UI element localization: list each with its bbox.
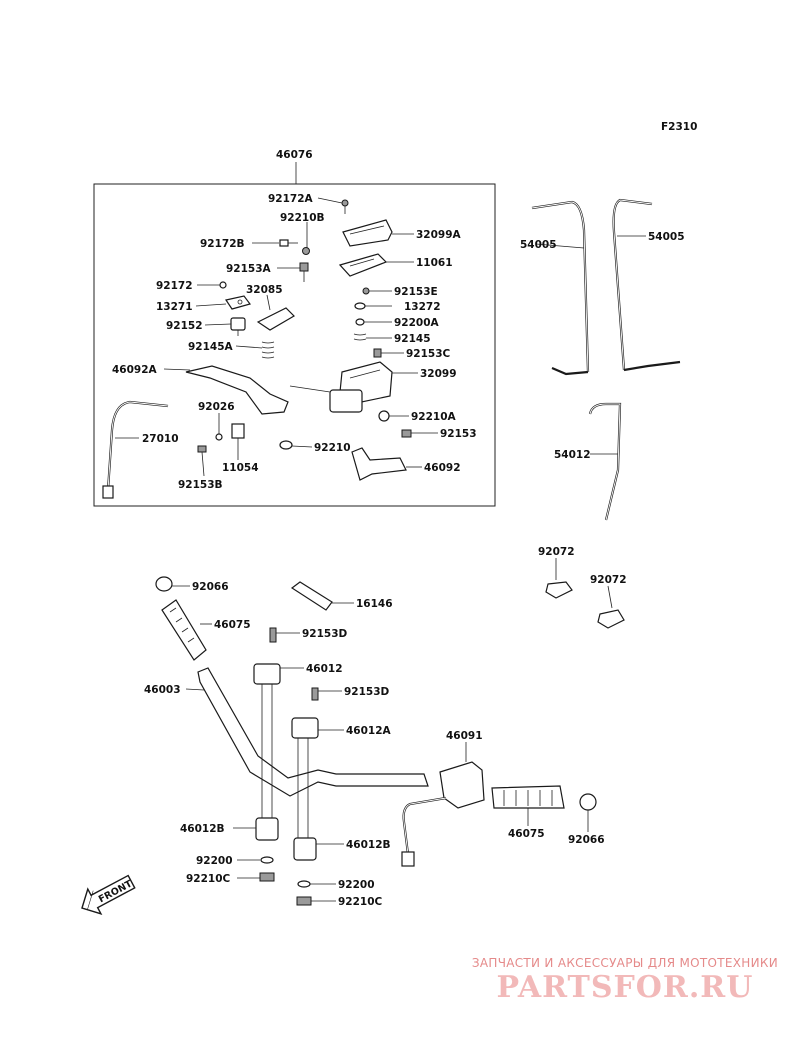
assembly-group-box: 46076 (93, 149, 496, 507)
label-92172: 92172 (156, 280, 193, 292)
watermark: ЗАПЧАСТИ И АКСЕССУАРЫ ДЛЯ МОТОТЕХНИКИ PA… (472, 956, 778, 1005)
label-92066-left: 92066 (192, 581, 229, 593)
label-92145A: 92145A (188, 341, 234, 353)
label-92066-right: 92066 (568, 834, 605, 846)
label-92210A: 92210A (411, 411, 457, 423)
label-92200A: 92200A (394, 317, 440, 329)
label-92153D-top: 92153D (302, 628, 348, 640)
label-46075-right: 46075 (508, 828, 545, 840)
label-46091: 46091 (446, 730, 483, 742)
label-46075-left: 46075 (214, 619, 251, 631)
label-46012B-left: 46012B (180, 823, 225, 835)
label-54005-left: 54005 (520, 239, 557, 251)
label-92152: 92152 (166, 320, 203, 332)
front-direction-arrow: FRONT (81, 874, 136, 915)
label-92210: 92210 (314, 442, 351, 454)
handlebar-assembly (155, 576, 597, 906)
label-46012A: 46012A (346, 725, 392, 737)
label-92153D-bottom: 92153D (344, 686, 390, 698)
figure-code: F2310 (661, 121, 697, 133)
label-32099: 32099 (420, 368, 457, 380)
label-92153B: 92153B (178, 479, 223, 491)
label-11061: 11061 (416, 257, 453, 269)
label-27010: 27010 (142, 433, 179, 445)
label-92172B: 92172B (200, 238, 245, 250)
label-92153: 92153 (440, 428, 477, 440)
throttle-cables: 54005 54005 54012 (520, 198, 685, 521)
label-92210B: 92210B (280, 212, 325, 224)
cable-clips: 92072 92072 (538, 546, 627, 629)
handlebar-labels: 92066 16146 46075 92153D 46012 46003 921… (144, 581, 605, 908)
watermark-tagline: ЗАПЧАСТИ И АКСЕССУАРЫ ДЛЯ МОТОТЕХНИКИ (471, 956, 778, 970)
label-92153C: 92153C (406, 348, 451, 360)
label-46003: 46003 (144, 684, 181, 696)
label-92072-top: 92072 (538, 546, 575, 558)
label-11054: 11054 (222, 462, 259, 474)
label-92026: 92026 (198, 401, 235, 413)
assembly-labels: 92172A 92210B 32099A 92172B 11061 92153A… (112, 193, 477, 491)
label-92145: 92145 (394, 333, 431, 345)
label-54012: 54012 (554, 449, 591, 461)
label-13271: 13271 (156, 301, 193, 313)
label-92172A: 92172A (268, 193, 314, 205)
label-46092: 46092 (424, 462, 461, 474)
label-32099A: 32099A (416, 229, 462, 241)
label-46012B-right: 46012B (346, 839, 391, 851)
label-32085: 32085 (246, 284, 283, 296)
group-label: 46076 (276, 149, 313, 161)
label-92210C-right: 92210C (338, 896, 383, 908)
label-46012: 46012 (306, 663, 343, 675)
label-92072-bottom: 92072 (590, 574, 627, 586)
master-cylinder-parts (102, 197, 438, 499)
label-13272: 13272 (404, 301, 441, 313)
label-46092A: 46092A (112, 364, 158, 376)
label-92200-left: 92200 (196, 855, 233, 867)
watermark-logo: PARTSFOR.RU (496, 970, 754, 1005)
label-92153A: 92153A (226, 263, 272, 275)
label-16146: 16146 (356, 598, 393, 610)
label-92153E: 92153E (394, 286, 438, 298)
label-92210C-left: 92210C (186, 873, 231, 885)
label-54005-right: 54005 (648, 231, 685, 243)
label-92200-right: 92200 (338, 879, 375, 891)
